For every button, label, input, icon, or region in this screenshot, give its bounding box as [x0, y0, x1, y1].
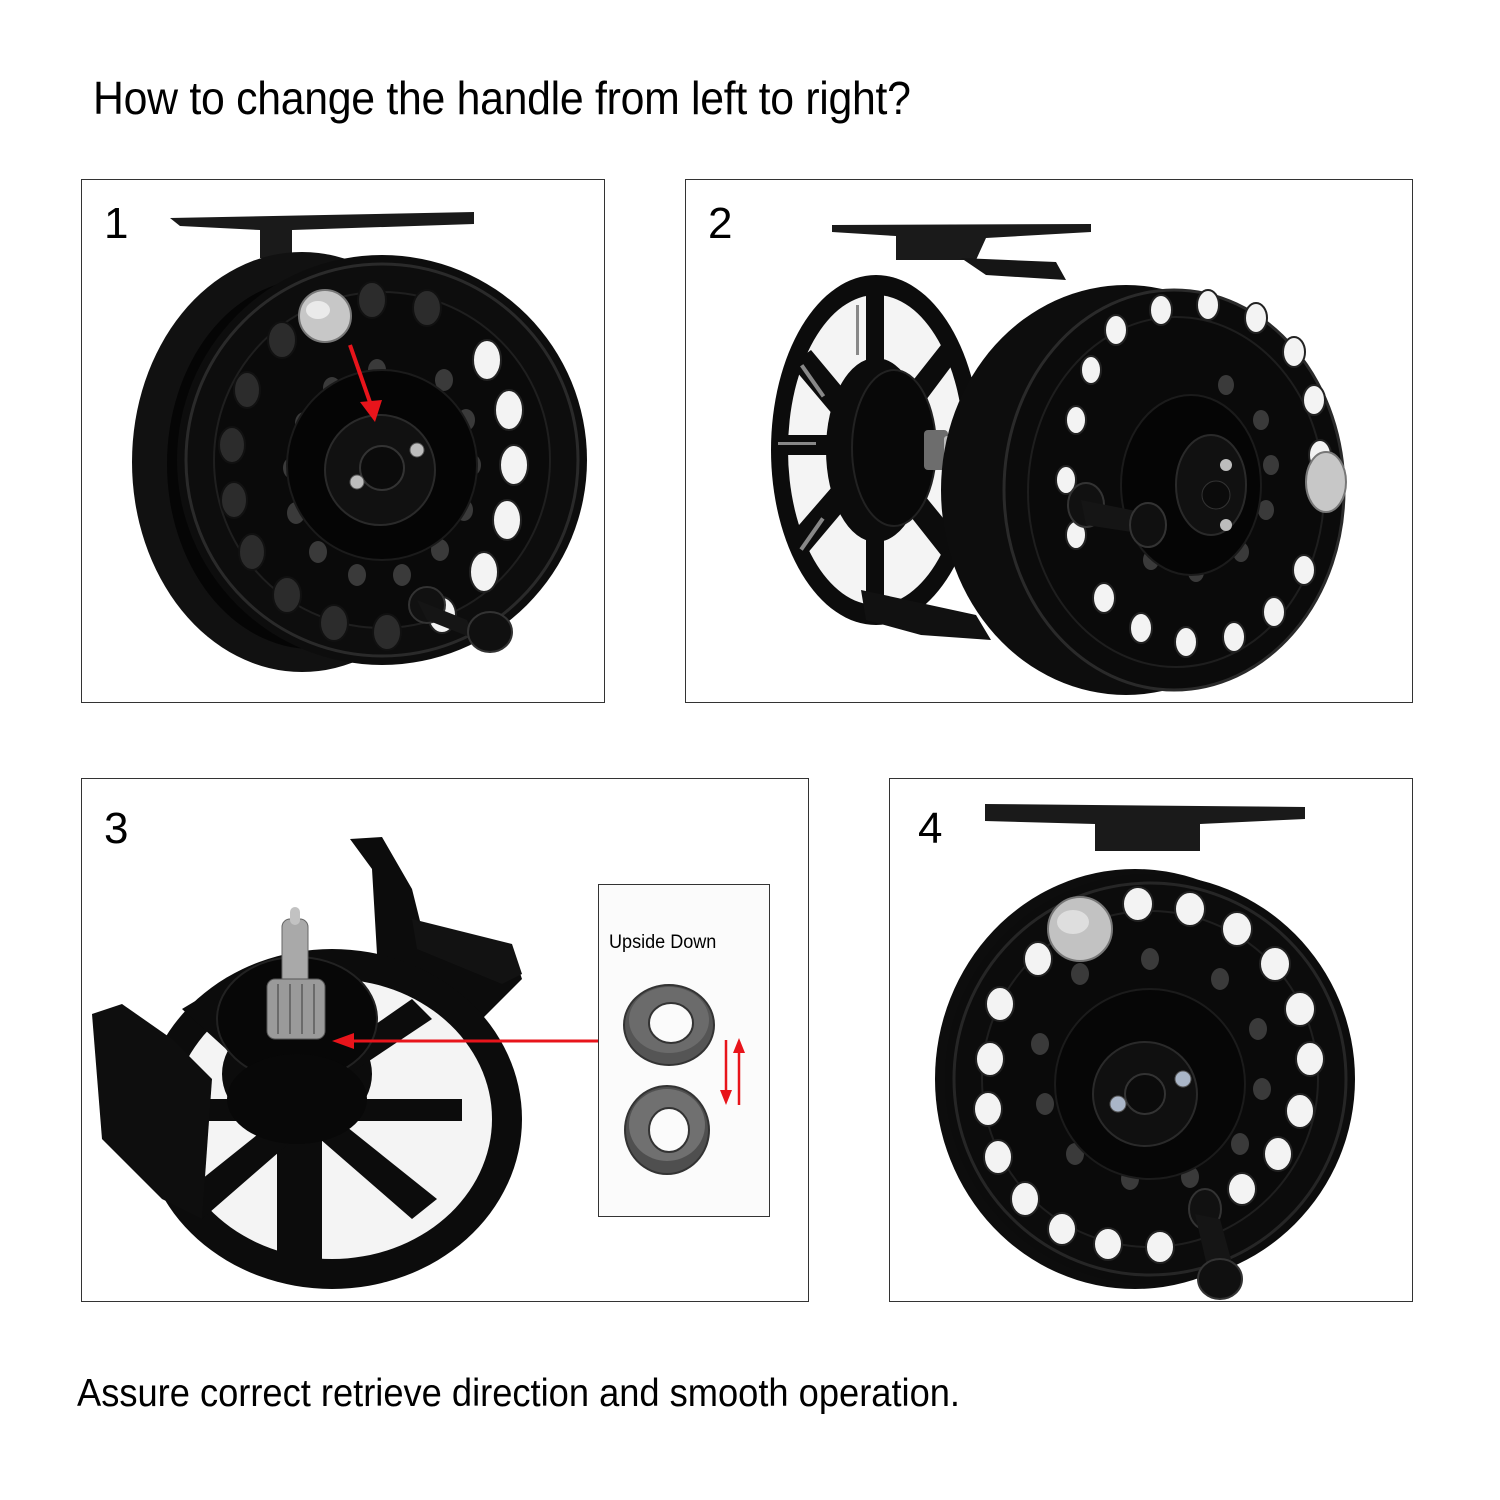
footer-note: Assure correct retrieve direction and sm… [77, 1372, 961, 1415]
inset-label: Upside Down [609, 932, 717, 953]
bearing-rings-illustration [623, 984, 745, 1175]
step-3-panel: 3 [81, 778, 809, 1302]
page-title: How to change the handle from left to ri… [93, 72, 911, 124]
step-number: 3 [104, 804, 129, 853]
step-number: 4 [918, 804, 943, 853]
step-number: 2 [708, 199, 733, 248]
fly-reel-front-illustration [132, 212, 587, 672]
bearing-inset: Upside Down [598, 884, 770, 1217]
fly-reel-disassembled-illustration [771, 224, 1347, 695]
fly-reel-reassembled-illustration [935, 804, 1355, 1300]
reel-frame-spindle-illustration [92, 837, 599, 1289]
step-number: 1 [104, 199, 129, 248]
step-4-panel: 4 [889, 778, 1413, 1302]
step-1-panel: 1 [81, 179, 605, 703]
step-2-panel: 2 [685, 179, 1413, 703]
